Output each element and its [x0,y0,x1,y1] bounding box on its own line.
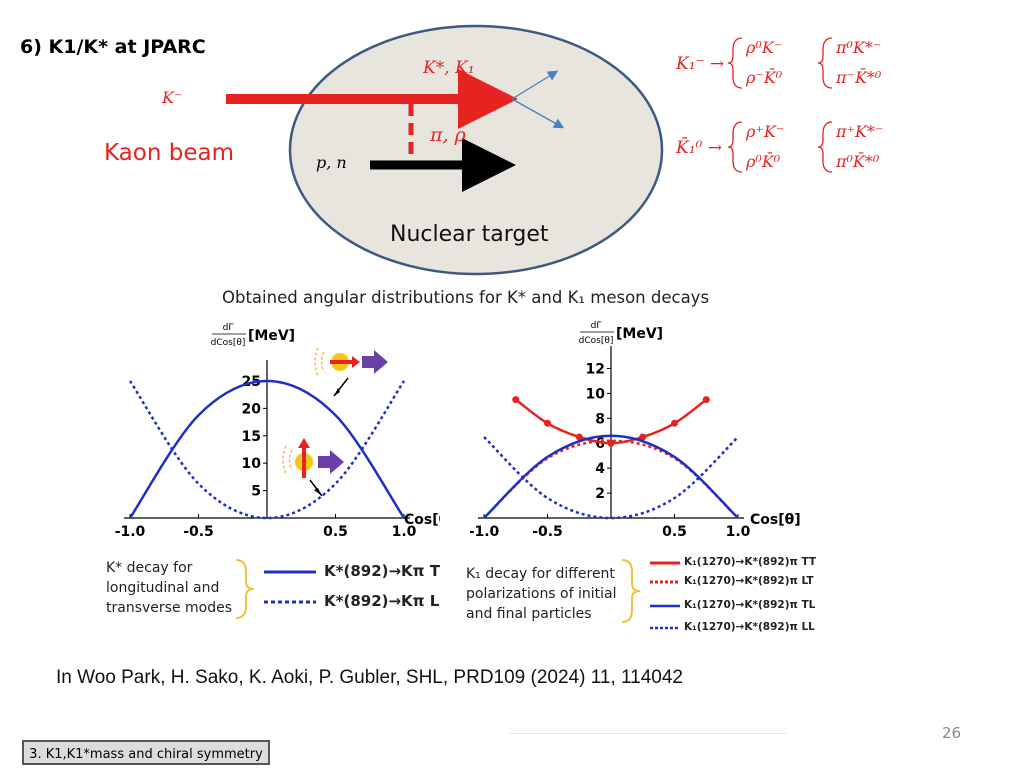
produced-label: K*, K₁ [423,58,475,78]
longitudinal-polarization-glyph [282,438,344,497]
k1-decay-c1r1: ρ⁰K⁻ [746,38,783,57]
chart0-caption-line: longitudinal and [106,580,220,596]
chart1-ylabel-unit: [MeV] [616,326,663,342]
footer-divider [510,733,786,734]
k1bar-decay-lhs: K̄₁⁰ → [676,138,722,158]
chart1-legend-swatches [650,561,680,630]
chart1-caption-line: polarizations of initial [466,586,617,602]
y-tick-label: 10 [242,456,262,472]
chart1-legend-lt: K₁(1270)→K*(892)π LT [684,575,814,587]
k1-decay-c2r2: π⁻K̄*⁰ [836,68,882,87]
citation: In Woo Park, H. Sako, K. Aoki, P. Gubler… [56,667,683,688]
chart0-ylabel-num: dΓ [223,323,234,333]
slide-title: 6) K1/K* at JPARC [20,36,206,58]
y-tick-label: 8 [595,411,605,427]
decay-arrow-up [511,70,559,100]
k1bar-decay-c1r2: ρ⁰K̄⁰ [746,152,781,171]
chart1-ylabel-den: dCos[θ] [579,336,614,346]
exchange-label: π, ρ [430,124,466,146]
x-tick-label: -1.0 [470,524,500,540]
k1bar-decay-c2r2: π⁰K̄*⁰ [836,152,880,171]
y-tick-label: 4 [595,461,605,477]
chart1-ylabel-num: dΓ [591,321,602,331]
bracket-k1-col1 [727,37,743,89]
series-point [702,396,710,404]
series-line-1 [128,380,406,520]
series-point [544,419,551,427]
chart0-legend-t: K*(892)→Kπ T [324,562,441,580]
series-point [512,396,520,404]
chart0-ylabel-den: dCos[θ] [211,338,246,348]
y-tick-label: 6 [595,436,605,452]
x-tick-label: -0.5 [183,524,214,540]
chart1-legend-brace [621,559,641,623]
page-number: 26 [942,724,962,742]
chart0-legend-l: K*(892)→Kπ L [324,592,440,610]
y-tick-label: 2 [595,486,605,502]
bracket-k1bar-col1 [727,121,743,173]
x-tick-label: 1.0 [726,524,751,540]
beam-particle-label: K⁻ [162,88,183,107]
x-tick-label: 1.0 [392,524,417,540]
chart0-xlabel: Cos[θ] [404,512,440,528]
chart0-legend-swatches [264,570,316,604]
series-point [575,433,583,441]
production-diagram [226,24,833,276]
nuclear-target-label: Nuclear target [390,222,549,247]
k1-decay-c2r1: π⁰K*⁻ [836,38,882,57]
series-line-2 [483,434,739,519]
y-tick-label: 15 [242,429,261,445]
target-particle-label: p, n [316,153,347,172]
x-tick-label: -1.0 [115,524,146,540]
x-tick-label: 0.5 [323,524,348,540]
chart0-caption-line: K* decay for [106,560,193,576]
transverse-polarization-glyph [314,347,388,397]
section-footer: 3. K1,K1*mass and chiral symmetry [22,740,270,765]
decay-arrow-down [511,98,565,129]
chart1-xlabel: Cos[θ] [750,512,801,528]
chart0-caption-line: transverse modes [106,600,232,616]
x-tick-label: 0.5 [662,524,687,540]
chart1-legend-tt: K₁(1270)→K*(892)π TT [684,556,817,568]
y-tick-label: 12 [586,361,605,377]
chart1-caption-line: and final particles [466,606,592,622]
series-line-0 [128,379,406,519]
y-tick-label: 5 [251,484,261,500]
plots-title: Obtained angular distributions for K* an… [222,288,710,307]
x-tick-label: -0.5 [532,524,563,540]
kaon-beam-label: Kaon beam [104,140,234,166]
chart0-ylabel-unit: [MeV] [248,328,295,344]
series-line-3 [483,436,739,520]
chart0-legend-caption: K* decay for longitudinal and transverse… [106,558,232,618]
k1bar-decay-c1r1: ρ⁺K⁻ [746,122,785,141]
chart1-legend-caption: K₁ decay for different polarizations of … [466,564,617,624]
k1-decay-lhs: K₁⁻ → [676,54,725,74]
series-point [639,433,647,441]
bracket-k1-col2 [817,37,833,89]
y-tick-label: 10 [586,386,606,402]
chart1-legend-tl: K₁(1270)→K*(892)π TL [684,599,816,611]
series-point [671,419,678,427]
k1-decay-c1r2: ρ⁻K̄⁰ [746,68,783,87]
k1bar-decay-c2r1: π⁺K*⁻ [836,122,884,141]
chart1-caption-line: K₁ decay for different [466,566,615,582]
y-tick-label: 20 [242,401,262,417]
chart1-legend-ll: K₁(1270)→K*(892)π LL [684,621,815,633]
chart0-legend-brace [235,559,255,619]
bracket-k1bar-col2 [817,121,833,173]
